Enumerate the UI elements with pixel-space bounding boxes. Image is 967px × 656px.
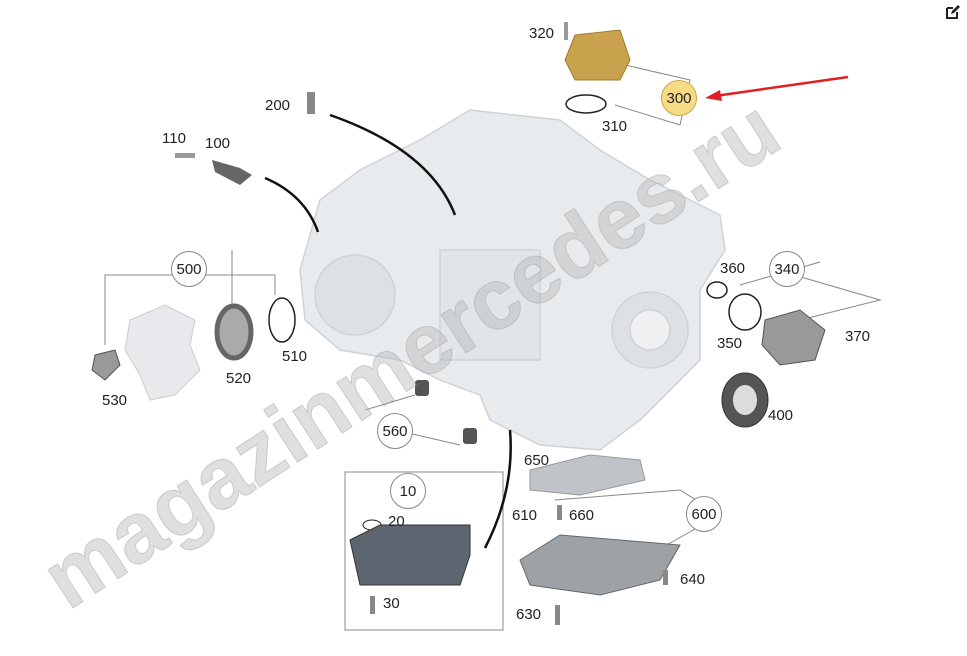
label-360[interactable]: 360 — [720, 260, 746, 277]
label-200[interactable]: 200 — [265, 97, 291, 114]
callout-560[interactable]: 560 — [377, 413, 413, 449]
label-110[interactable]: 110 — [162, 130, 186, 147]
red-arrow — [714, 75, 849, 98]
callout-500[interactable]: 500 — [171, 251, 207, 287]
label-400[interactable]: 400 — [768, 407, 794, 424]
label-520[interactable]: 520 — [226, 370, 252, 387]
label-20[interactable]: 20 — [388, 513, 405, 530]
callout-10[interactable]: 10 — [390, 473, 426, 509]
callout-340[interactable]: 340 — [769, 251, 805, 287]
label-650[interactable]: 650 — [524, 452, 550, 469]
callout-300[interactable]: 300 — [661, 80, 697, 116]
callout-600[interactable]: 600 — [686, 496, 722, 532]
label-660[interactable]: 660 — [569, 507, 595, 524]
parts-shapes — [91, 22, 826, 625]
label-510[interactable]: 510 — [282, 348, 308, 365]
label-610[interactable]: 610 — [512, 507, 538, 524]
label-350[interactable]: 350 — [717, 335, 743, 352]
label-320[interactable]: 320 — [529, 25, 555, 42]
label-630[interactable]: 630 — [516, 606, 542, 623]
label-310[interactable]: 310 — [602, 118, 628, 135]
label-100[interactable]: 100 — [205, 135, 231, 152]
label-30[interactable]: 30 — [383, 595, 400, 612]
edit-icon[interactable] — [945, 4, 961, 20]
label-640[interactable]: 640 — [680, 571, 706, 588]
label-530[interactable]: 530 — [102, 392, 128, 409]
transmission-housing — [299, 109, 726, 451]
label-370[interactable]: 370 — [845, 328, 871, 345]
